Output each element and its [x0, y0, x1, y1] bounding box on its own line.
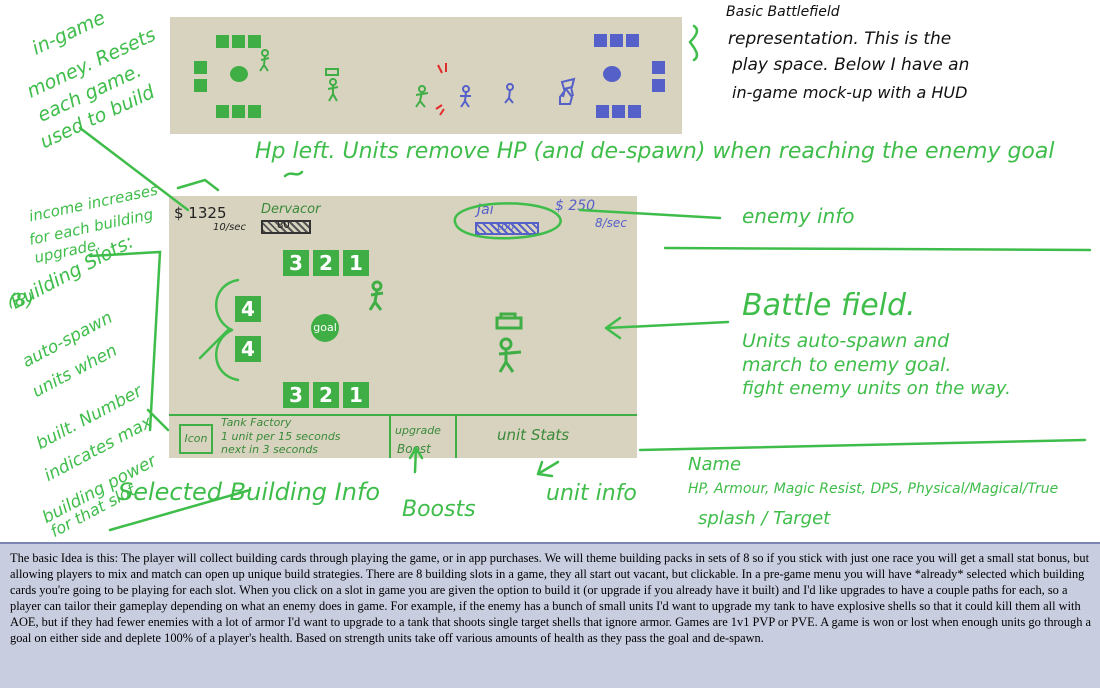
green-slot [248, 105, 261, 118]
building-slot-left-lower[interactable]: 4 [235, 336, 261, 362]
building-slot-top-3[interactable]: 3 [283, 250, 309, 276]
note-battlefield-3: fight enemy units on the way. [742, 378, 1011, 399]
building-slot-top-1[interactable]: 1 [343, 250, 369, 276]
note-hp: Hp left. Units remove HP (and de-spawn) … [255, 139, 1055, 164]
factory-name: Tank Factory [221, 416, 292, 429]
note-boosts: Boosts [402, 497, 476, 522]
note-enemy-info: enemy info [742, 204, 855, 228]
boost-panel [389, 416, 457, 458]
blue-slot [610, 34, 623, 47]
enemy-income: 8/sec [595, 216, 627, 230]
hud-mockup: $ 1325 10/sec Dervacor 80 Jai 100 $ 250 … [169, 196, 637, 458]
green-slot [194, 79, 207, 92]
factory-rate: 1 unit per 15 seconds [221, 430, 341, 443]
blue-slot [612, 105, 625, 118]
enemy-hp-bar: 100 [475, 222, 539, 235]
enemy-hp-value: 100 [495, 222, 515, 233]
blue-slot [652, 61, 665, 74]
factory-next: next in 3 seconds [221, 443, 319, 456]
unit-stats-label: unit Stats [497, 426, 570, 444]
green-slot [194, 61, 207, 74]
note-unit-info: unit info [546, 481, 637, 506]
player-hp-bar: 80 [261, 220, 311, 234]
description-box: The basic Idea is this: The player will … [0, 542, 1100, 688]
building-slot-bottom-1[interactable]: 1 [343, 382, 369, 408]
note-top-right-line1: Basic Battlefield [726, 4, 840, 20]
note-slots-count: (8) [8, 290, 34, 311]
blue-slot [652, 79, 665, 92]
note-top-right-line2: representation. This is the [728, 29, 952, 49]
green-slot [216, 105, 229, 118]
hud-bottom-bar [169, 414, 637, 460]
note-unit-stats-line1: HP, Armour, Magic Resist, DPS, Physical/… [688, 481, 1059, 497]
green-slot [232, 35, 245, 48]
note-unit-stats-name: Name [688, 454, 742, 475]
blue-goal [603, 66, 621, 82]
units-sketch [259, 49, 576, 116]
boost-button[interactable]: Boost [397, 442, 431, 456]
hud-units-sketch [368, 280, 523, 373]
building-slot-left-upper[interactable]: 4 [235, 296, 261, 322]
blue-slot [628, 105, 641, 118]
player-income: 10/sec [213, 222, 246, 233]
upgrade-button[interactable]: upgrade [395, 424, 441, 437]
note-top-right-line4: in-game mock-up with a HUD [732, 83, 968, 102]
note-battlefield-2: march to enemy goal. [742, 354, 952, 376]
selected-building-icon[interactable]: Icon [179, 424, 213, 454]
building-slot-bottom-2[interactable]: 2 [313, 382, 339, 408]
building-slot-top-2[interactable]: 2 [313, 250, 339, 276]
green-slot [248, 35, 261, 48]
battlefield-preview [170, 17, 682, 134]
blue-slot [594, 34, 607, 47]
blue-slot [596, 105, 609, 118]
green-slot [216, 35, 229, 48]
blue-slot [626, 34, 639, 47]
note-battlefield-title: Battle field. [742, 288, 916, 323]
note-top-right-line3: play space. Below I have an [732, 55, 970, 75]
building-slot-bottom-3[interactable]: 3 [283, 382, 309, 408]
player-name: Dervacor [261, 202, 321, 217]
green-goal [230, 66, 248, 82]
player-goal: goal [311, 314, 339, 342]
green-slot [232, 105, 245, 118]
note-battlefield-1: Units auto-spawn and [742, 330, 950, 352]
note-unit-stats-line2: splash / Target [698, 508, 831, 529]
player-hp-value: 80 [277, 220, 290, 231]
note-selected-building: Selected Building Info [118, 478, 381, 506]
